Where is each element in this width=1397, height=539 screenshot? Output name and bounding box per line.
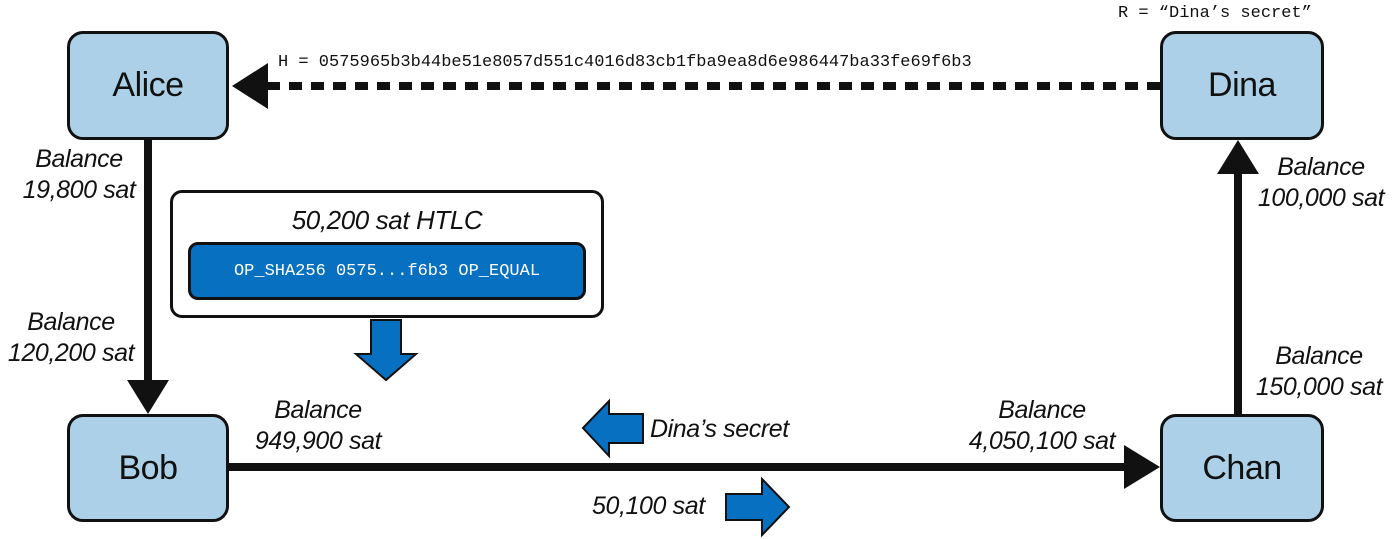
- chan-dina-arrowhead: [1217, 140, 1259, 174]
- hash-arrowhead: [232, 63, 268, 109]
- secret-left-arrow-icon: [581, 398, 644, 459]
- bob-alice-balance-label: Balance 120,200 sat: [0, 307, 142, 369]
- payment-right-arrow-icon: [725, 476, 791, 538]
- secret-label: R = “Dina’s secret”: [1118, 4, 1312, 23]
- dina-balance-amount: 100,000 sat: [1257, 184, 1385, 212]
- chan-node: Chan: [1160, 414, 1324, 522]
- bob-alice-balance-amount: 120,200 sat: [7, 339, 135, 367]
- bob-chan-balance-caption: Balance: [274, 396, 362, 424]
- chan-bob-balance-amount: 4,050,100 sat: [968, 427, 1116, 455]
- chan-bob-balance-label: Balance 4,050,100 sat: [954, 395, 1130, 457]
- alice-balance-caption: Balance: [35, 145, 123, 173]
- alice-bob-arrowhead: [127, 380, 169, 414]
- chan-dina-balance-label: Balance 150,000 sat: [1243, 341, 1395, 403]
- hash-label: H = 0575965b3b44be51e8057d551c4016d83cb1…: [278, 53, 972, 72]
- htlc-title: 50,200 sat HTLC: [291, 205, 483, 235]
- bob-chan-arrowhead: [1124, 445, 1160, 489]
- dina-balance-caption: Balance: [1277, 153, 1365, 181]
- secret-flow-label: Dina’s secret: [650, 415, 789, 443]
- bob-chan-balance-amount: 949,900 sat: [254, 427, 382, 455]
- alice-balance-amount: 19,800 sat: [22, 176, 136, 204]
- chan-bob-balance-caption: Balance: [998, 396, 1086, 424]
- chan-dina-balance-caption: Balance: [1275, 342, 1363, 370]
- dina-node: Dina: [1160, 31, 1324, 140]
- alice-balance-label: Balance 19,800 sat: [10, 144, 148, 206]
- payment-flow-label: 50,100 sat: [592, 492, 705, 520]
- chan-dina-balance-amount: 150,000 sat: [1255, 373, 1383, 401]
- htlc-box: 50,200 sat HTLC OP_SHA256 0575...f6b3 OP…: [170, 190, 604, 318]
- htlc-down-arrow-icon: [353, 319, 419, 382]
- htlc-script: OP_SHA256 0575...f6b3 OP_EQUAL: [188, 242, 586, 300]
- dina-balance-label: Balance 100,000 sat: [1246, 152, 1396, 214]
- bob-node: Bob: [67, 414, 229, 522]
- bob-alice-balance-caption: Balance: [27, 308, 115, 336]
- bob-chan-balance-label: Balance 949,900 sat: [240, 395, 396, 457]
- alice-node: Alice: [67, 31, 229, 140]
